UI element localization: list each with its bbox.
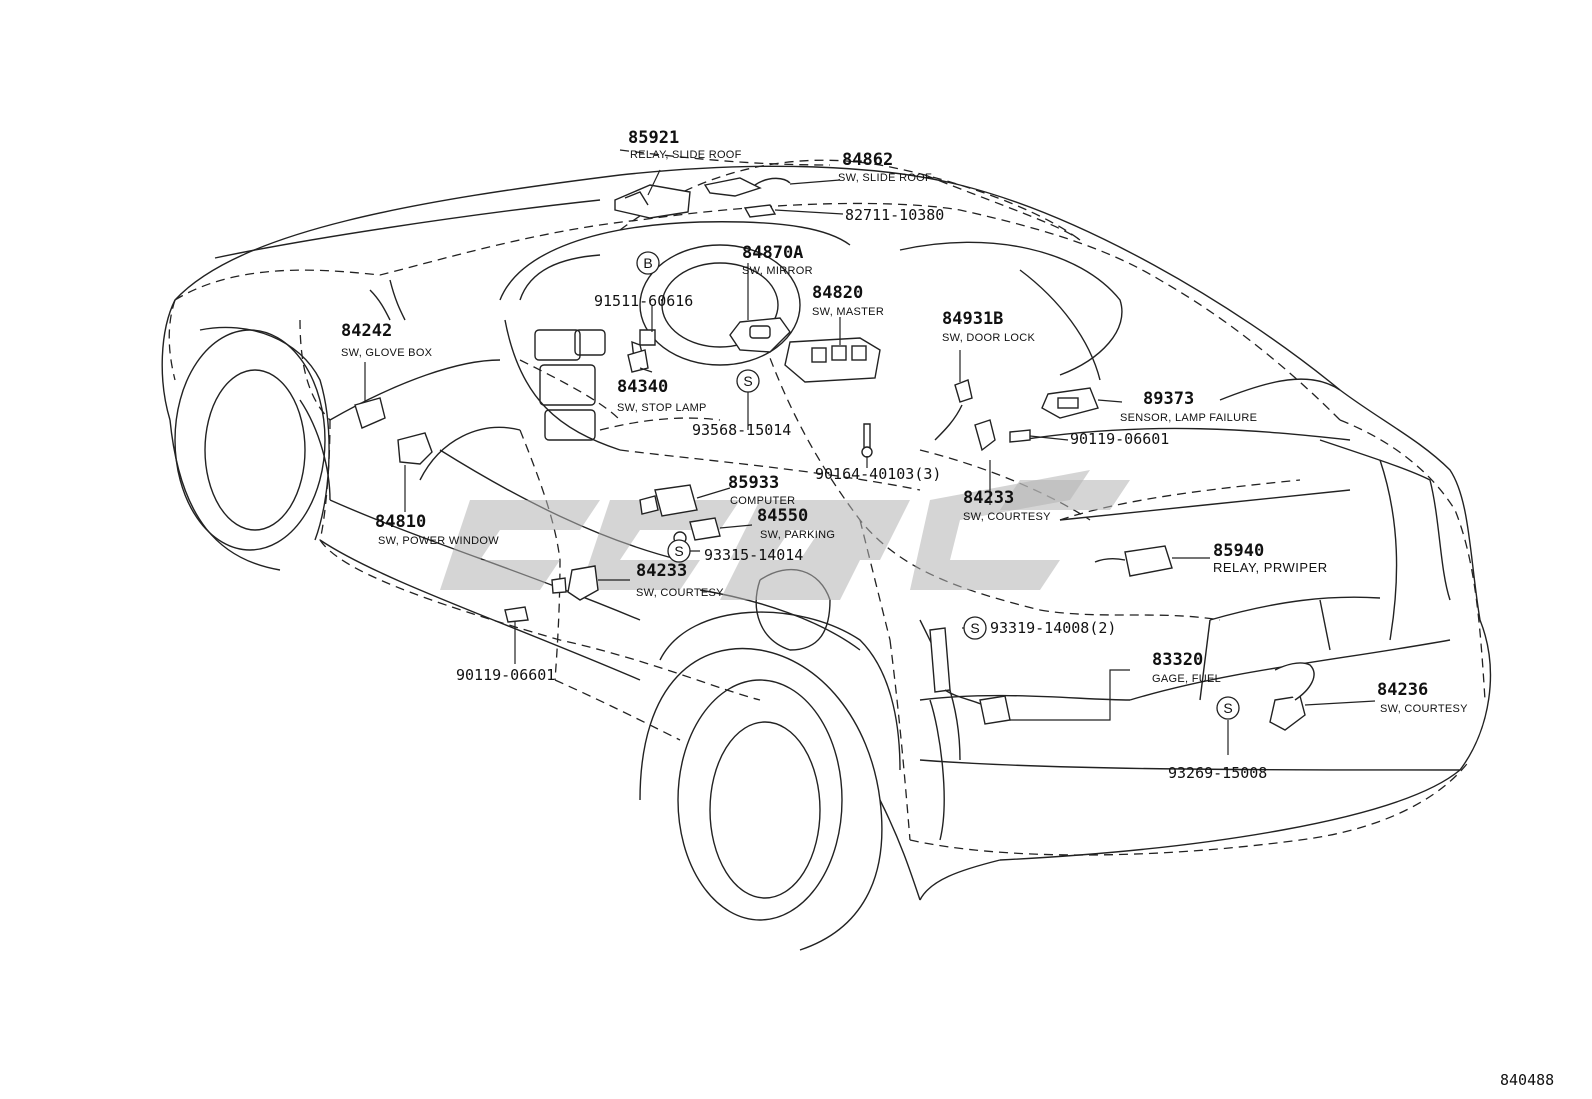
part-sketches xyxy=(354,177,1315,731)
svg-text:SENSOR, LAMP FAILURE: SENSOR, LAMP FAILURE xyxy=(1120,412,1257,424)
svg-text:84931B: 84931B xyxy=(942,309,1003,329)
marker-s-93269: S xyxy=(1216,696,1240,720)
callout-85933: 85933 COMPUTER xyxy=(728,473,795,507)
svg-text:91511-60616: 91511-60616 xyxy=(594,292,693,310)
svg-text:93319-14008(2): 93319-14008(2) xyxy=(990,619,1116,637)
svg-text:84233: 84233 xyxy=(636,561,687,581)
svg-text:SW, SLIDE ROOF: SW, SLIDE ROOF xyxy=(838,172,932,184)
marker-b: B xyxy=(636,251,660,275)
svg-text:84233: 84233 xyxy=(963,488,1014,508)
svg-text:S: S xyxy=(674,543,683,559)
svg-text:SW, COURTESY: SW, COURTESY xyxy=(636,587,724,599)
svg-text:SW, COURTESY: SW, COURTESY xyxy=(963,511,1051,523)
callout-84820: 84820 SW, MASTER xyxy=(812,283,884,318)
callout-84340: 84340 SW, STOP LAMP xyxy=(617,377,707,414)
svg-text:SW, DOOR LOCK: SW, DOOR LOCK xyxy=(942,332,1035,344)
svg-text:89373: 89373 xyxy=(1143,389,1194,409)
svg-text:SW, MASTER: SW, MASTER xyxy=(812,306,884,318)
svg-text:S: S xyxy=(970,620,979,636)
callout-93269-15008: 93269-15008 xyxy=(1168,764,1267,782)
svg-text:84550: 84550 xyxy=(757,506,808,526)
svg-text:83320: 83320 xyxy=(1152,650,1203,670)
callout-91511-60616: 91511-60616 xyxy=(594,292,693,310)
svg-text:84870A: 84870A xyxy=(742,243,803,263)
svg-text:84810: 84810 xyxy=(375,512,426,532)
svg-text:84242: 84242 xyxy=(341,321,392,341)
svg-text:90119-06601: 90119-06601 xyxy=(456,666,555,684)
svg-text:GAGE, FUEL: GAGE, FUEL xyxy=(1152,673,1221,685)
callout-84870A: 84870A SW, MIRROR xyxy=(742,243,813,277)
leader-lines xyxy=(364,169,1376,755)
svg-text:SW, MIRROR: SW, MIRROR xyxy=(742,265,813,277)
callout-90119-06601-left: 90119-06601 xyxy=(456,666,555,684)
callout-84862: 84862 SW, SLIDE ROOF xyxy=(838,150,932,184)
callout-82711-10380: 82711-10380 xyxy=(845,206,944,224)
svg-text:RELAY, SLIDE ROOF: RELAY, SLIDE ROOF xyxy=(630,149,742,161)
callout-84931B: 84931B SW, DOOR LOCK xyxy=(942,309,1035,344)
svg-text:84820: 84820 xyxy=(812,283,863,303)
svg-text:RELAY, PRWIPER: RELAY, PRWIPER xyxy=(1213,560,1328,575)
callout-84242: 84242 SW, GLOVE BOX xyxy=(341,321,433,359)
svg-text:90119-06601: 90119-06601 xyxy=(1070,430,1169,448)
marker-s-93568: S xyxy=(736,369,760,393)
callout-89373: 89373 SENSOR, LAMP FAILURE xyxy=(1120,389,1257,424)
callout-85940: 85940 RELAY, PRWIPER xyxy=(1213,541,1328,575)
svg-text:SW, COURTESY: SW, COURTESY xyxy=(1380,703,1468,715)
callout-84550: 84550 SW, PARKING xyxy=(757,506,835,541)
callout-84233-right: 84233 SW, COURTESY xyxy=(963,488,1051,523)
svg-text:SW, POWER WINDOW: SW, POWER WINDOW xyxy=(378,535,499,547)
callout-85921: 85921 RELAY, SLIDE ROOF xyxy=(628,128,742,161)
marker-s-93319: S xyxy=(963,616,987,640)
callout-84233-left: 84233 SW, COURTESY xyxy=(636,561,724,599)
svg-text:85933: 85933 xyxy=(728,473,779,493)
svg-text:85940: 85940 xyxy=(1213,541,1264,561)
svg-text:SW, GLOVE BOX: SW, GLOVE BOX xyxy=(341,347,433,359)
svg-text:82711-10380: 82711-10380 xyxy=(845,206,944,224)
callout-84236: 84236 SW, COURTESY xyxy=(1377,680,1468,715)
svg-text:S: S xyxy=(743,373,752,389)
marker-s-93315: S xyxy=(667,539,691,563)
callout-90164-40103: 90164-40103(3) xyxy=(815,465,941,483)
callout-83320: 83320 GAGE, FUEL xyxy=(1152,650,1221,685)
svg-text:93315-14014: 93315-14014 xyxy=(704,546,803,564)
callout-93319-14008: 93319-14008(2) xyxy=(990,619,1116,637)
watermark xyxy=(440,470,1130,600)
svg-text:84236: 84236 xyxy=(1377,680,1428,700)
svg-text:S: S xyxy=(1223,700,1232,716)
callout-90119-06601-right: 90119-06601 xyxy=(1070,430,1169,448)
svg-text:84862: 84862 xyxy=(842,150,893,170)
callout-93568-15014: 93568-15014 xyxy=(692,421,791,439)
callout-84810: 84810 SW, POWER WINDOW xyxy=(375,512,499,547)
svg-text:90164-40103(3): 90164-40103(3) xyxy=(815,465,941,483)
svg-text:SW, PARKING: SW, PARKING xyxy=(760,529,835,541)
svg-text:84340: 84340 xyxy=(617,377,668,397)
svg-text:B: B xyxy=(643,255,652,271)
svg-text:93269-15008: 93269-15008 xyxy=(1168,764,1267,782)
svg-text:85921: 85921 xyxy=(628,128,679,148)
svg-text:SW, STOP LAMP: SW, STOP LAMP xyxy=(617,402,707,414)
callout-93315-14014: 93315-14014 xyxy=(704,546,803,564)
diagram-id: 840488 xyxy=(1500,1071,1554,1089)
svg-text:93568-15014: 93568-15014 xyxy=(692,421,791,439)
svg-text:COMPUTER: COMPUTER xyxy=(730,495,795,507)
